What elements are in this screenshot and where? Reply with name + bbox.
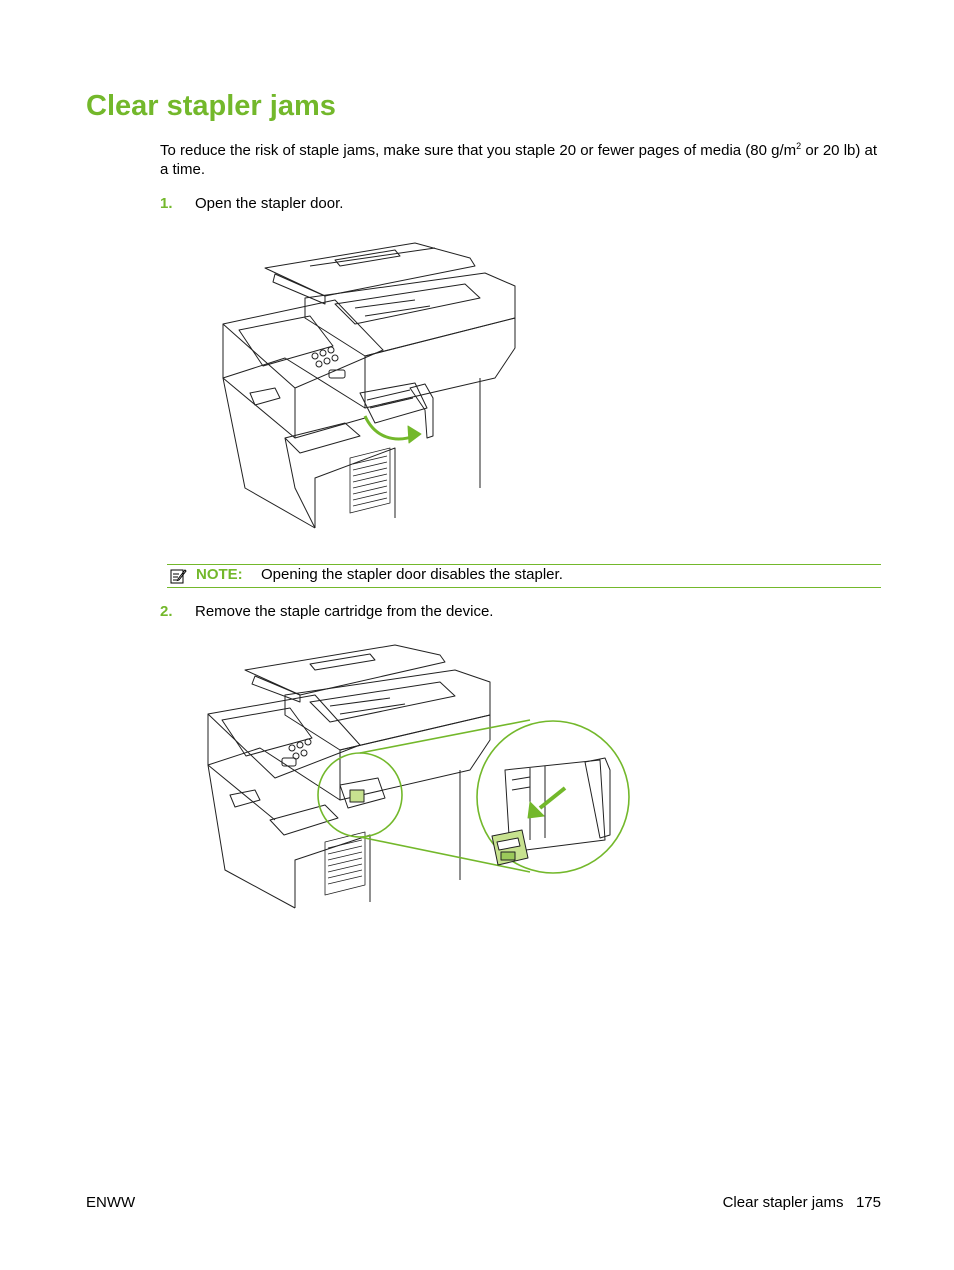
page-title: Clear stapler jams bbox=[86, 90, 336, 122]
note-pencil-icon bbox=[170, 569, 187, 584]
remove-staple-cartridge-illustration bbox=[207, 644, 630, 909]
footer-right: Clear stapler jams 175 bbox=[722, 1194, 881, 1211]
step-1-number: 1. bbox=[160, 195, 173, 212]
step-1-text: Open the stapler door. bbox=[195, 195, 344, 212]
step-2-number: 2. bbox=[160, 603, 173, 620]
note-text: Opening the stapler door disables the st… bbox=[261, 566, 563, 583]
step-2-text: Remove the staple cartridge from the dev… bbox=[195, 603, 494, 620]
note-label: NOTE: bbox=[196, 566, 243, 583]
intro-paragraph: To reduce the risk of staple jams, make … bbox=[160, 141, 880, 179]
intro-main: To reduce the risk of staple jams, make … bbox=[160, 142, 797, 159]
footer-left: ENWW bbox=[86, 1194, 136, 1211]
intro-superscript: 2 bbox=[796, 141, 802, 151]
note-box: NOTE: Opening the stapler door disables … bbox=[167, 564, 881, 588]
intro-end: or 20 lb) at a time. bbox=[160, 142, 878, 178]
open-stapler-door-illustration bbox=[222, 242, 516, 529]
